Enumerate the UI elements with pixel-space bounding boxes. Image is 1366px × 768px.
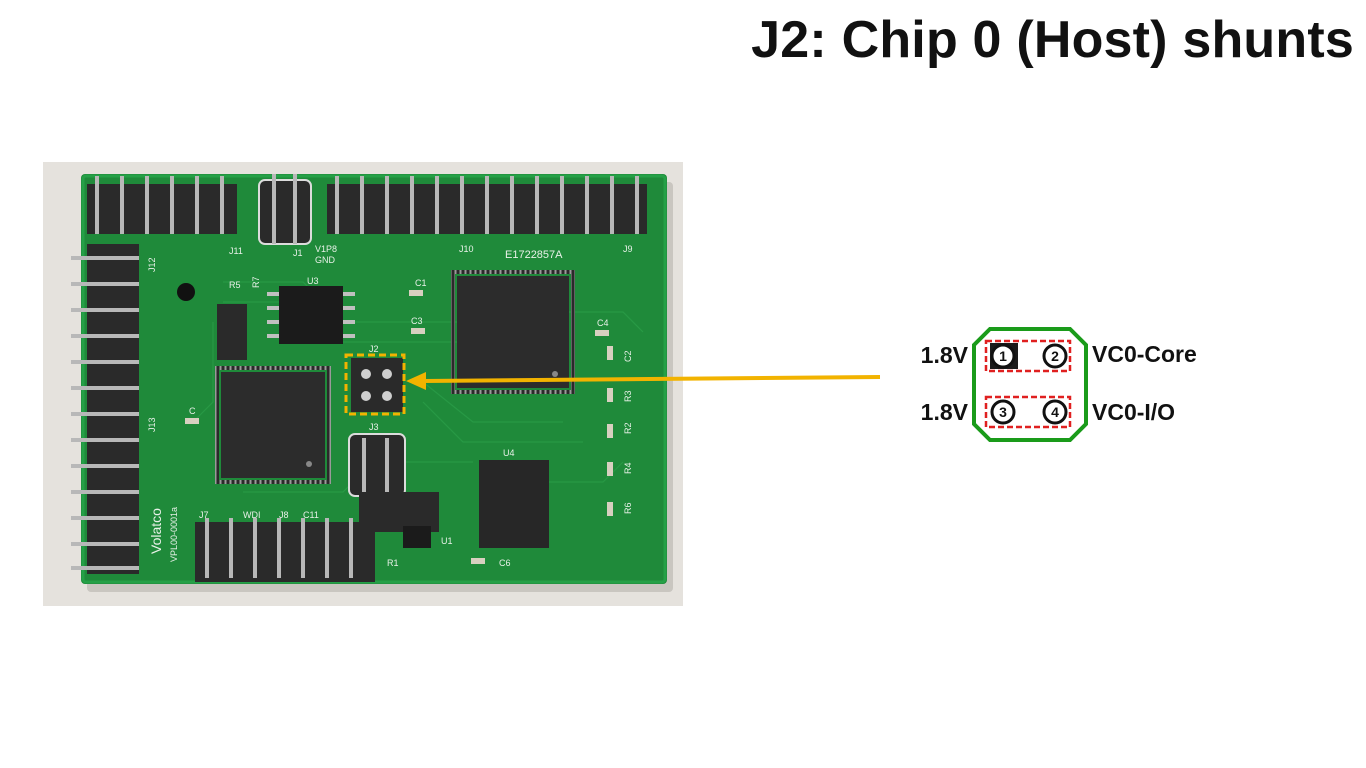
pin-1-label: 1.8V	[920, 342, 968, 368]
header-j1	[258, 174, 312, 245]
silk-r3: R3	[623, 390, 633, 402]
slide-title: J2: Chip 0 (Host) shunts	[751, 11, 1354, 69]
silk-r6: R6	[623, 502, 633, 514]
silk-r1: R1	[387, 558, 399, 568]
pin-1: 1	[990, 343, 1016, 369]
silk-j9: J9	[623, 244, 633, 254]
pin-2-number: 2	[1051, 348, 1059, 364]
silk-j11: J11	[229, 246, 243, 256]
silk-part: VPL00-0001a	[169, 507, 179, 562]
silk-r4: R4	[623, 462, 633, 474]
header-j11	[87, 176, 237, 234]
pcb-board-photo: J11 J1 V1P8 GND J10 E1722857A J9 J12 R5 …	[43, 162, 683, 606]
shunt-top	[984, 339, 1072, 373]
silk-j12: J12	[147, 257, 157, 272]
header-r5	[217, 304, 247, 360]
pin-2: 2	[1042, 343, 1068, 369]
silk-j10: J10	[459, 244, 474, 254]
chip-u1	[403, 526, 431, 548]
chip-u3	[267, 286, 355, 344]
silk-c: C	[189, 406, 196, 416]
silk-wdi: WDI	[243, 510, 261, 520]
silk-u4: U4	[503, 448, 515, 458]
shunt-bottom	[984, 395, 1072, 429]
jumper-j2	[351, 358, 403, 412]
pin-3: 3	[990, 399, 1016, 425]
header-j7-j8	[195, 492, 439, 582]
pin-4: 4	[1042, 399, 1068, 425]
mounting-hole	[177, 283, 195, 301]
j2-highlight-box	[344, 353, 406, 416]
jumper-pin-diagram: 1 2 3 4	[972, 327, 1088, 442]
silk-j2: J2	[369, 344, 379, 354]
silk-r2: R2	[623, 422, 633, 434]
silk-j13: J13	[147, 417, 157, 432]
passives	[185, 290, 613, 564]
chip-qfp-left	[215, 366, 331, 484]
header-j12-j13	[71, 244, 139, 574]
silk-r7: R7	[251, 276, 261, 288]
silk-brand: Volatco	[148, 508, 164, 554]
silk-j3: J3	[369, 422, 379, 432]
silk-u3: U3	[307, 276, 319, 286]
chip-u4	[479, 460, 549, 548]
jumper-j3	[348, 433, 406, 497]
pin-1-number: 1	[999, 348, 1007, 364]
silk-c11: C11	[303, 510, 319, 520]
silk-j1: J1	[293, 248, 303, 258]
silk-v1p8: V1P8	[315, 244, 337, 254]
pin-4-number: 4	[1051, 404, 1059, 420]
silk-j7: J7	[199, 510, 209, 520]
chip-qfp-large	[451, 270, 575, 394]
header-j10-j9	[327, 176, 647, 234]
silk-c6: C6	[499, 558, 511, 568]
silk-gnd: GND	[315, 255, 336, 265]
pin-3-label: 1.8V	[920, 399, 968, 425]
silk-c3: C3	[411, 316, 423, 326]
silk-c2: C2	[623, 350, 633, 362]
pin-3-number: 3	[999, 404, 1007, 420]
pin-2-label: VC0-Core	[1092, 341, 1197, 367]
silk-j8: J8	[279, 510, 289, 520]
silk-serial: E1722857A	[505, 249, 563, 261]
pin-4-label: VC0-I/O	[1092, 399, 1176, 425]
silk-c1: C1	[415, 278, 427, 288]
silk-u1: U1	[441, 536, 453, 546]
silk-c4: C4	[597, 318, 609, 328]
silk-r5: R5	[229, 280, 241, 290]
